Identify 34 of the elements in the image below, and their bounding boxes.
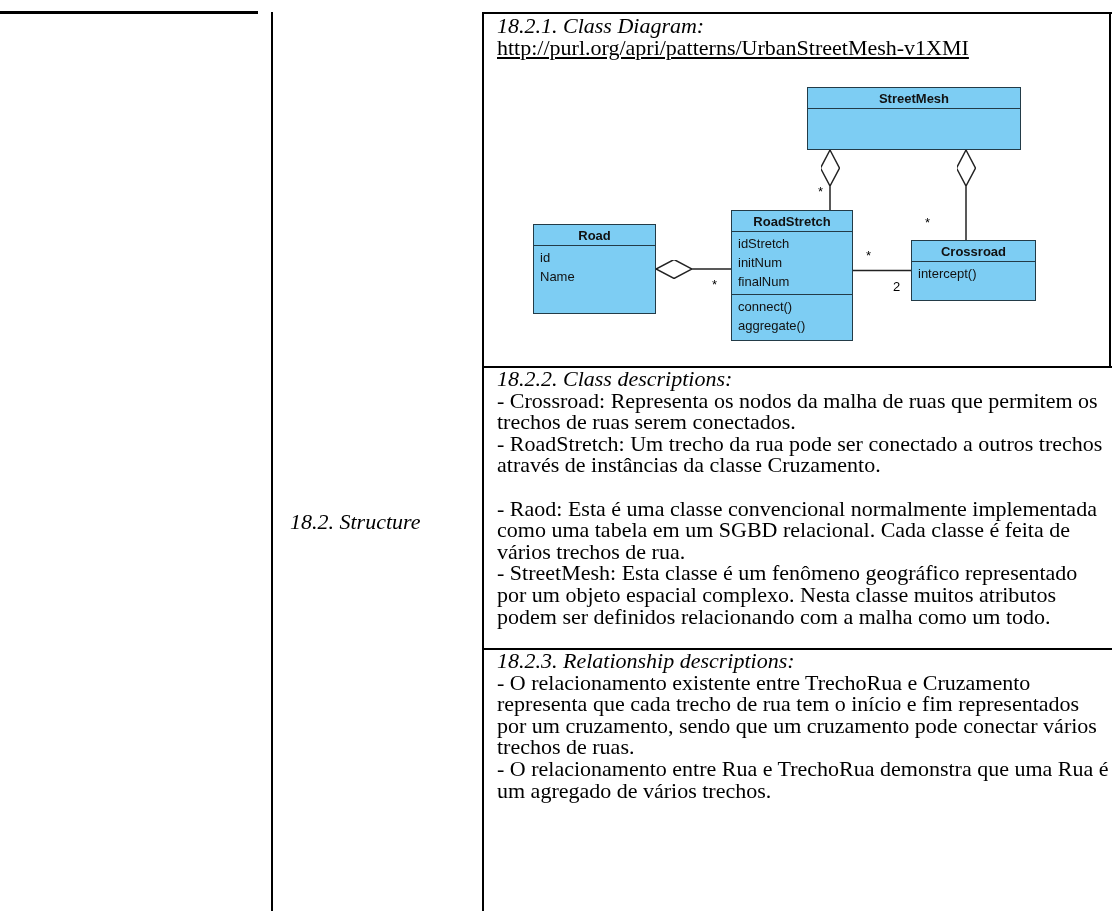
multiplicity-label: 2	[893, 279, 901, 294]
class-box	[807, 87, 1021, 150]
row-heading: 18.2. Structure	[290, 511, 422, 533]
class-name: RoadStretch	[753, 214, 831, 229]
member-text: finalNum	[738, 273, 790, 291]
multiplicity-label: *	[925, 215, 931, 230]
section-heading: 18.2.3. Relationship descriptions:	[497, 650, 796, 672]
member-text: Name	[540, 268, 575, 286]
class-name: Road	[578, 228, 611, 243]
multiplicity-label: *	[866, 248, 872, 263]
class-name: StreetMesh	[878, 91, 950, 106]
member-text: idStretch	[738, 235, 790, 253]
member-text: intercept()	[918, 265, 977, 283]
association-line	[852, 269, 912, 272]
description-text: - StreetMesh: Esta classe é um fenômeno geográfico representado por um objeto espacial complexo. Nesta classe muitos atributos podem ser definidos relacionando com a malha como um todo.	[497, 562, 1079, 628]
aggregation-line	[655, 258, 732, 280]
description-text: - RoadStretch: Um trecho da rua pode ser conectado a outros trechos através de instâncias da classe Cruzamento.	[497, 432, 1104, 476]
class-box	[731, 210, 853, 341]
class-box	[911, 240, 1036, 301]
member-text: id	[540, 249, 551, 267]
aggregation-line	[955, 149, 977, 241]
aggregation-line	[819, 149, 841, 211]
member-text: initNum	[738, 254, 783, 272]
method-text: connect()	[738, 298, 793, 316]
method-text: aggregate()	[738, 317, 806, 335]
section-heading: 18.2.1. Class Diagram:	[497, 15, 706, 37]
description-text: - Raod: Esta é uma classe convencional normalmente implementada como uma tabela em um SGBD relacional. Cada classe é feita de vários trechos de rua.	[497, 497, 1098, 563]
url-link: http://purl.org/apri/patterns/UrbanStreetMesh-v1XMI	[497, 37, 969, 59]
class-name: Crossroad	[941, 244, 1006, 259]
section-heading: 18.2.2. Class descriptions:	[497, 368, 734, 390]
class-box	[533, 224, 656, 314]
description-text: - O relacionamento entre Rua e TrechoRua demonstra que uma Rua é um agregado de vários trechos.	[497, 758, 1109, 802]
multiplicity-label: *	[818, 184, 824, 199]
multiplicity-label: *	[712, 277, 718, 292]
